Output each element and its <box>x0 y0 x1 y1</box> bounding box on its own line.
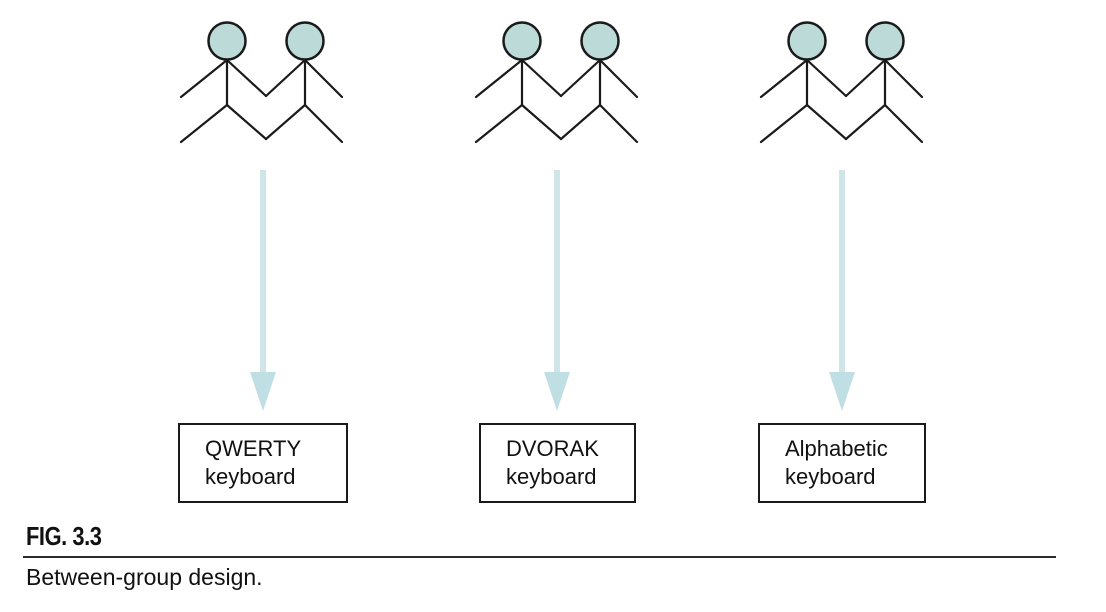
condition-label-line2: keyboard <box>785 464 876 489</box>
caption-divider <box>23 556 1056 558</box>
condition-label-line2: keyboard <box>506 464 597 489</box>
figure-caption: Between-group design. <box>26 564 263 590</box>
down-arrow-icon-group-3 <box>829 170 855 411</box>
condition-label-line2: keyboard <box>205 464 296 489</box>
down-arrow-icon-group-2 <box>544 170 570 411</box>
stick-figure-pair-icon-group-3 <box>759 21 924 144</box>
person-head-icon <box>285 21 325 61</box>
figure-label: FIG. 3.3 <box>26 521 102 551</box>
person-head-icon <box>865 21 905 61</box>
stick-figure-pair-icon-group-1 <box>179 21 344 144</box>
stick-figure-pair-icon-group-2 <box>474 21 639 144</box>
person-head-icon <box>207 21 247 61</box>
person-head-icon <box>580 21 620 61</box>
condition-box-qwerty: QWERTY keyboard <box>178 423 348 503</box>
down-arrow-icon-group-1 <box>250 170 276 411</box>
condition-label-line1: Alphabetic <box>785 436 888 461</box>
condition-label-line1: DVORAK <box>506 436 599 461</box>
condition-label-line1: QWERTY <box>205 436 302 461</box>
condition-box-alphabetic: Alphabetic keyboard <box>758 423 926 503</box>
condition-box-dvorak: DVORAK keyboard <box>479 423 636 503</box>
person-head-icon <box>787 21 827 61</box>
person-head-icon <box>502 21 542 61</box>
